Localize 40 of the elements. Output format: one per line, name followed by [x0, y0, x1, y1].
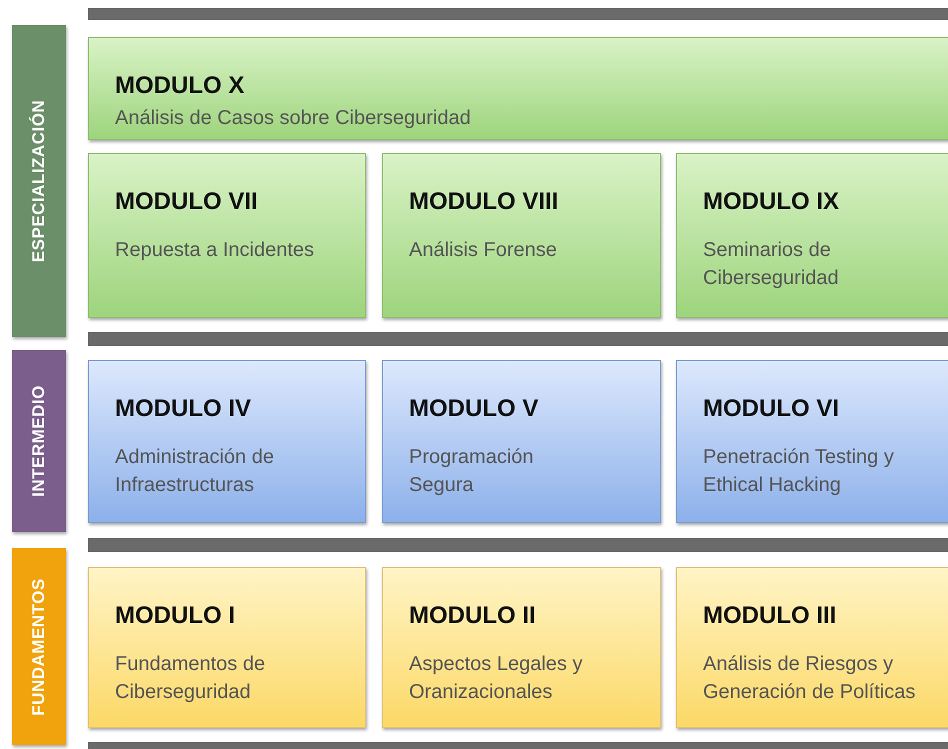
- module-description: Fundamentos de Ciberseguridad: [115, 652, 266, 705]
- module-title: MODULO II: [409, 602, 536, 630]
- module-title: MODULO VI: [703, 395, 839, 423]
- level-label: INTERMEDIO: [29, 385, 49, 497]
- module-card: [382, 567, 661, 728]
- module-card: [88, 567, 366, 728]
- divider-bar: [88, 538, 948, 552]
- module-card: [88, 37, 948, 140]
- level-band: [12, 350, 66, 532]
- module-title: MODULO IX: [703, 188, 839, 216]
- level-band: [12, 25, 66, 337]
- module-description: Repuesta a Incidentes: [115, 238, 316, 263]
- module-description: Programación Segura: [409, 445, 535, 498]
- module-description: Administración de Infraestructuras: [115, 445, 275, 498]
- module-title: MODULO V: [409, 395, 538, 423]
- module-card: [88, 153, 366, 318]
- module-card: [676, 567, 948, 728]
- divider-bar: [88, 332, 948, 346]
- module-title: MODULO VIII: [409, 188, 558, 216]
- module-description: Análisis de Riesgos y Generación de Políticas: [703, 652, 916, 705]
- level-label: FUNDAMENTOS: [29, 578, 49, 716]
- module-title: MODULO III: [703, 602, 836, 630]
- module-card: [382, 360, 661, 523]
- module-card: [88, 360, 366, 523]
- module-title: MODULO IV: [115, 395, 251, 423]
- module-description: Análisis de Casos sobre Ciberseguridad: [115, 106, 472, 131]
- module-title: MODULO VII: [115, 188, 258, 216]
- module-description: Penetración Testing y Ethical Hacking: [703, 445, 895, 498]
- level-band: [12, 548, 66, 745]
- level-label: ESPECIALIZACIÓN: [29, 100, 49, 262]
- module-title: MODULO I: [115, 602, 235, 630]
- module-card: [676, 153, 948, 318]
- module-card: [676, 360, 948, 523]
- module-description: Seminarios de Ciberseguridad: [703, 238, 840, 291]
- module-title: MODULO X: [115, 72, 244, 100]
- module-card: [382, 153, 661, 318]
- module-description: Análisis Forense: [409, 238, 558, 263]
- divider-bar: [88, 742, 948, 749]
- module-description: Aspectos Legales y Oranizacionales: [409, 652, 584, 705]
- divider-bar: [88, 8, 948, 20]
